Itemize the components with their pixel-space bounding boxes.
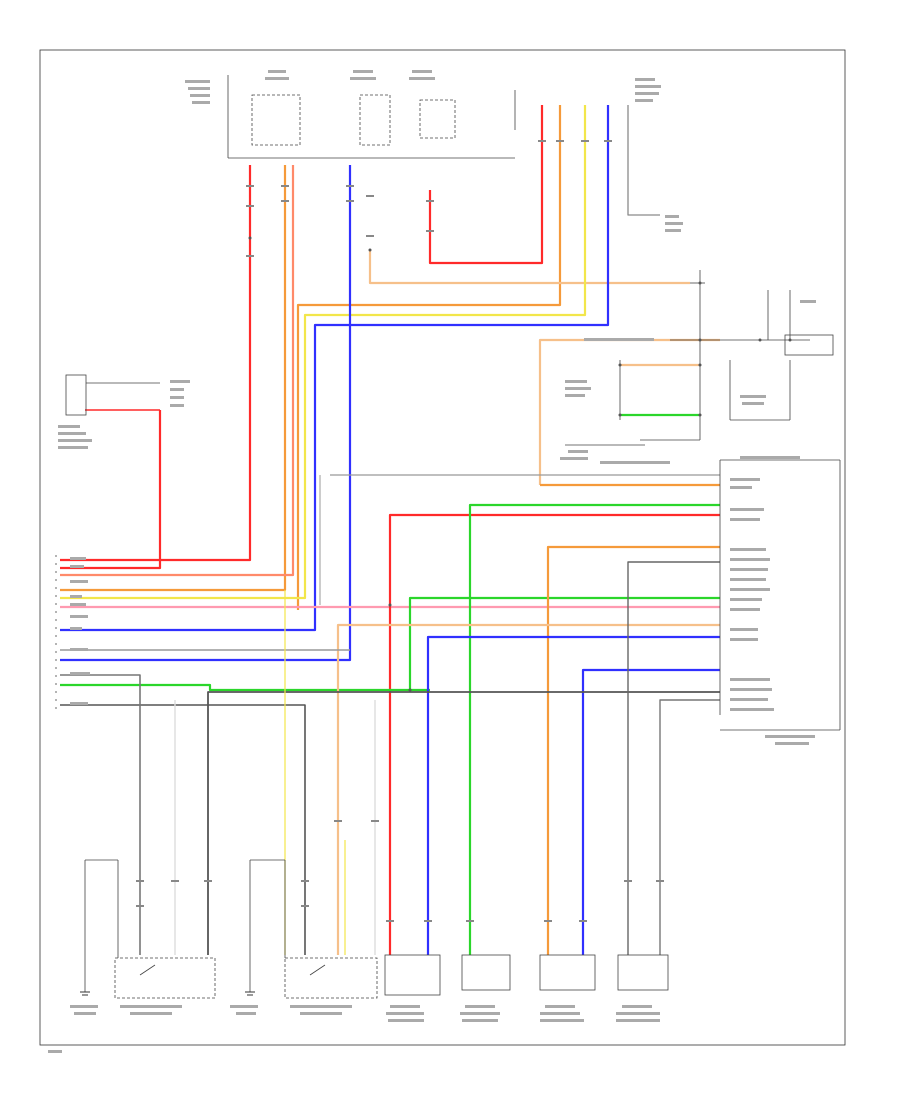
wire-yellow-1 <box>60 105 587 600</box>
wire-green-2 <box>60 683 430 692</box>
wire-blue-1 <box>60 105 610 632</box>
passenger-seat-switch <box>114 957 216 999</box>
wire-green-3 <box>408 596 720 690</box>
wire-light-orange-1 <box>368 250 690 285</box>
bottom-components <box>80 859 669 999</box>
heater-box-2 <box>461 954 511 991</box>
wire-tag-marks <box>136 140 664 922</box>
wire-red-loop <box>428 105 544 265</box>
wire-red-4 <box>388 513 720 605</box>
wire-orange-3 <box>546 545 720 955</box>
wires <box>60 105 720 955</box>
wire-gray-4 <box>627 561 720 955</box>
bottom-label-marks <box>48 1005 660 1053</box>
wire-red-2 <box>60 410 162 570</box>
diagram-frame <box>39 49 846 1046</box>
wire-orange-2 <box>296 105 562 610</box>
top-label-marks <box>185 70 683 232</box>
wire-gray-5 <box>659 699 720 955</box>
ground-symbol-1 <box>80 991 90 996</box>
wire-black-2 <box>207 691 720 955</box>
wire-red-1 <box>60 165 252 562</box>
top-fuse-block <box>227 75 516 159</box>
wire-blue-3 <box>426 635 720 955</box>
heater-box-4 <box>617 954 669 991</box>
driver-seat-switch <box>284 957 378 999</box>
heater-box-1 <box>384 954 441 996</box>
wire-blue-4 <box>581 668 720 955</box>
wire-light-orange-2 <box>538 338 720 485</box>
wire-gray-2 <box>60 674 141 955</box>
wire-light-orange-3 <box>336 623 720 955</box>
wire-gray-1 <box>627 105 660 216</box>
ground-symbol-2 <box>245 991 255 996</box>
wire-black-1 <box>60 704 306 955</box>
heater-box-3 <box>539 954 596 991</box>
wire-salmon-1 <box>60 165 295 577</box>
wire-green-1 <box>468 503 720 955</box>
right-circuit-lines <box>55 270 841 731</box>
wire-blue-2 <box>60 165 352 662</box>
module-pin-label-marks <box>58 300 816 745</box>
wire-orange-1 <box>60 165 287 592</box>
connector-dots <box>248 236 792 692</box>
